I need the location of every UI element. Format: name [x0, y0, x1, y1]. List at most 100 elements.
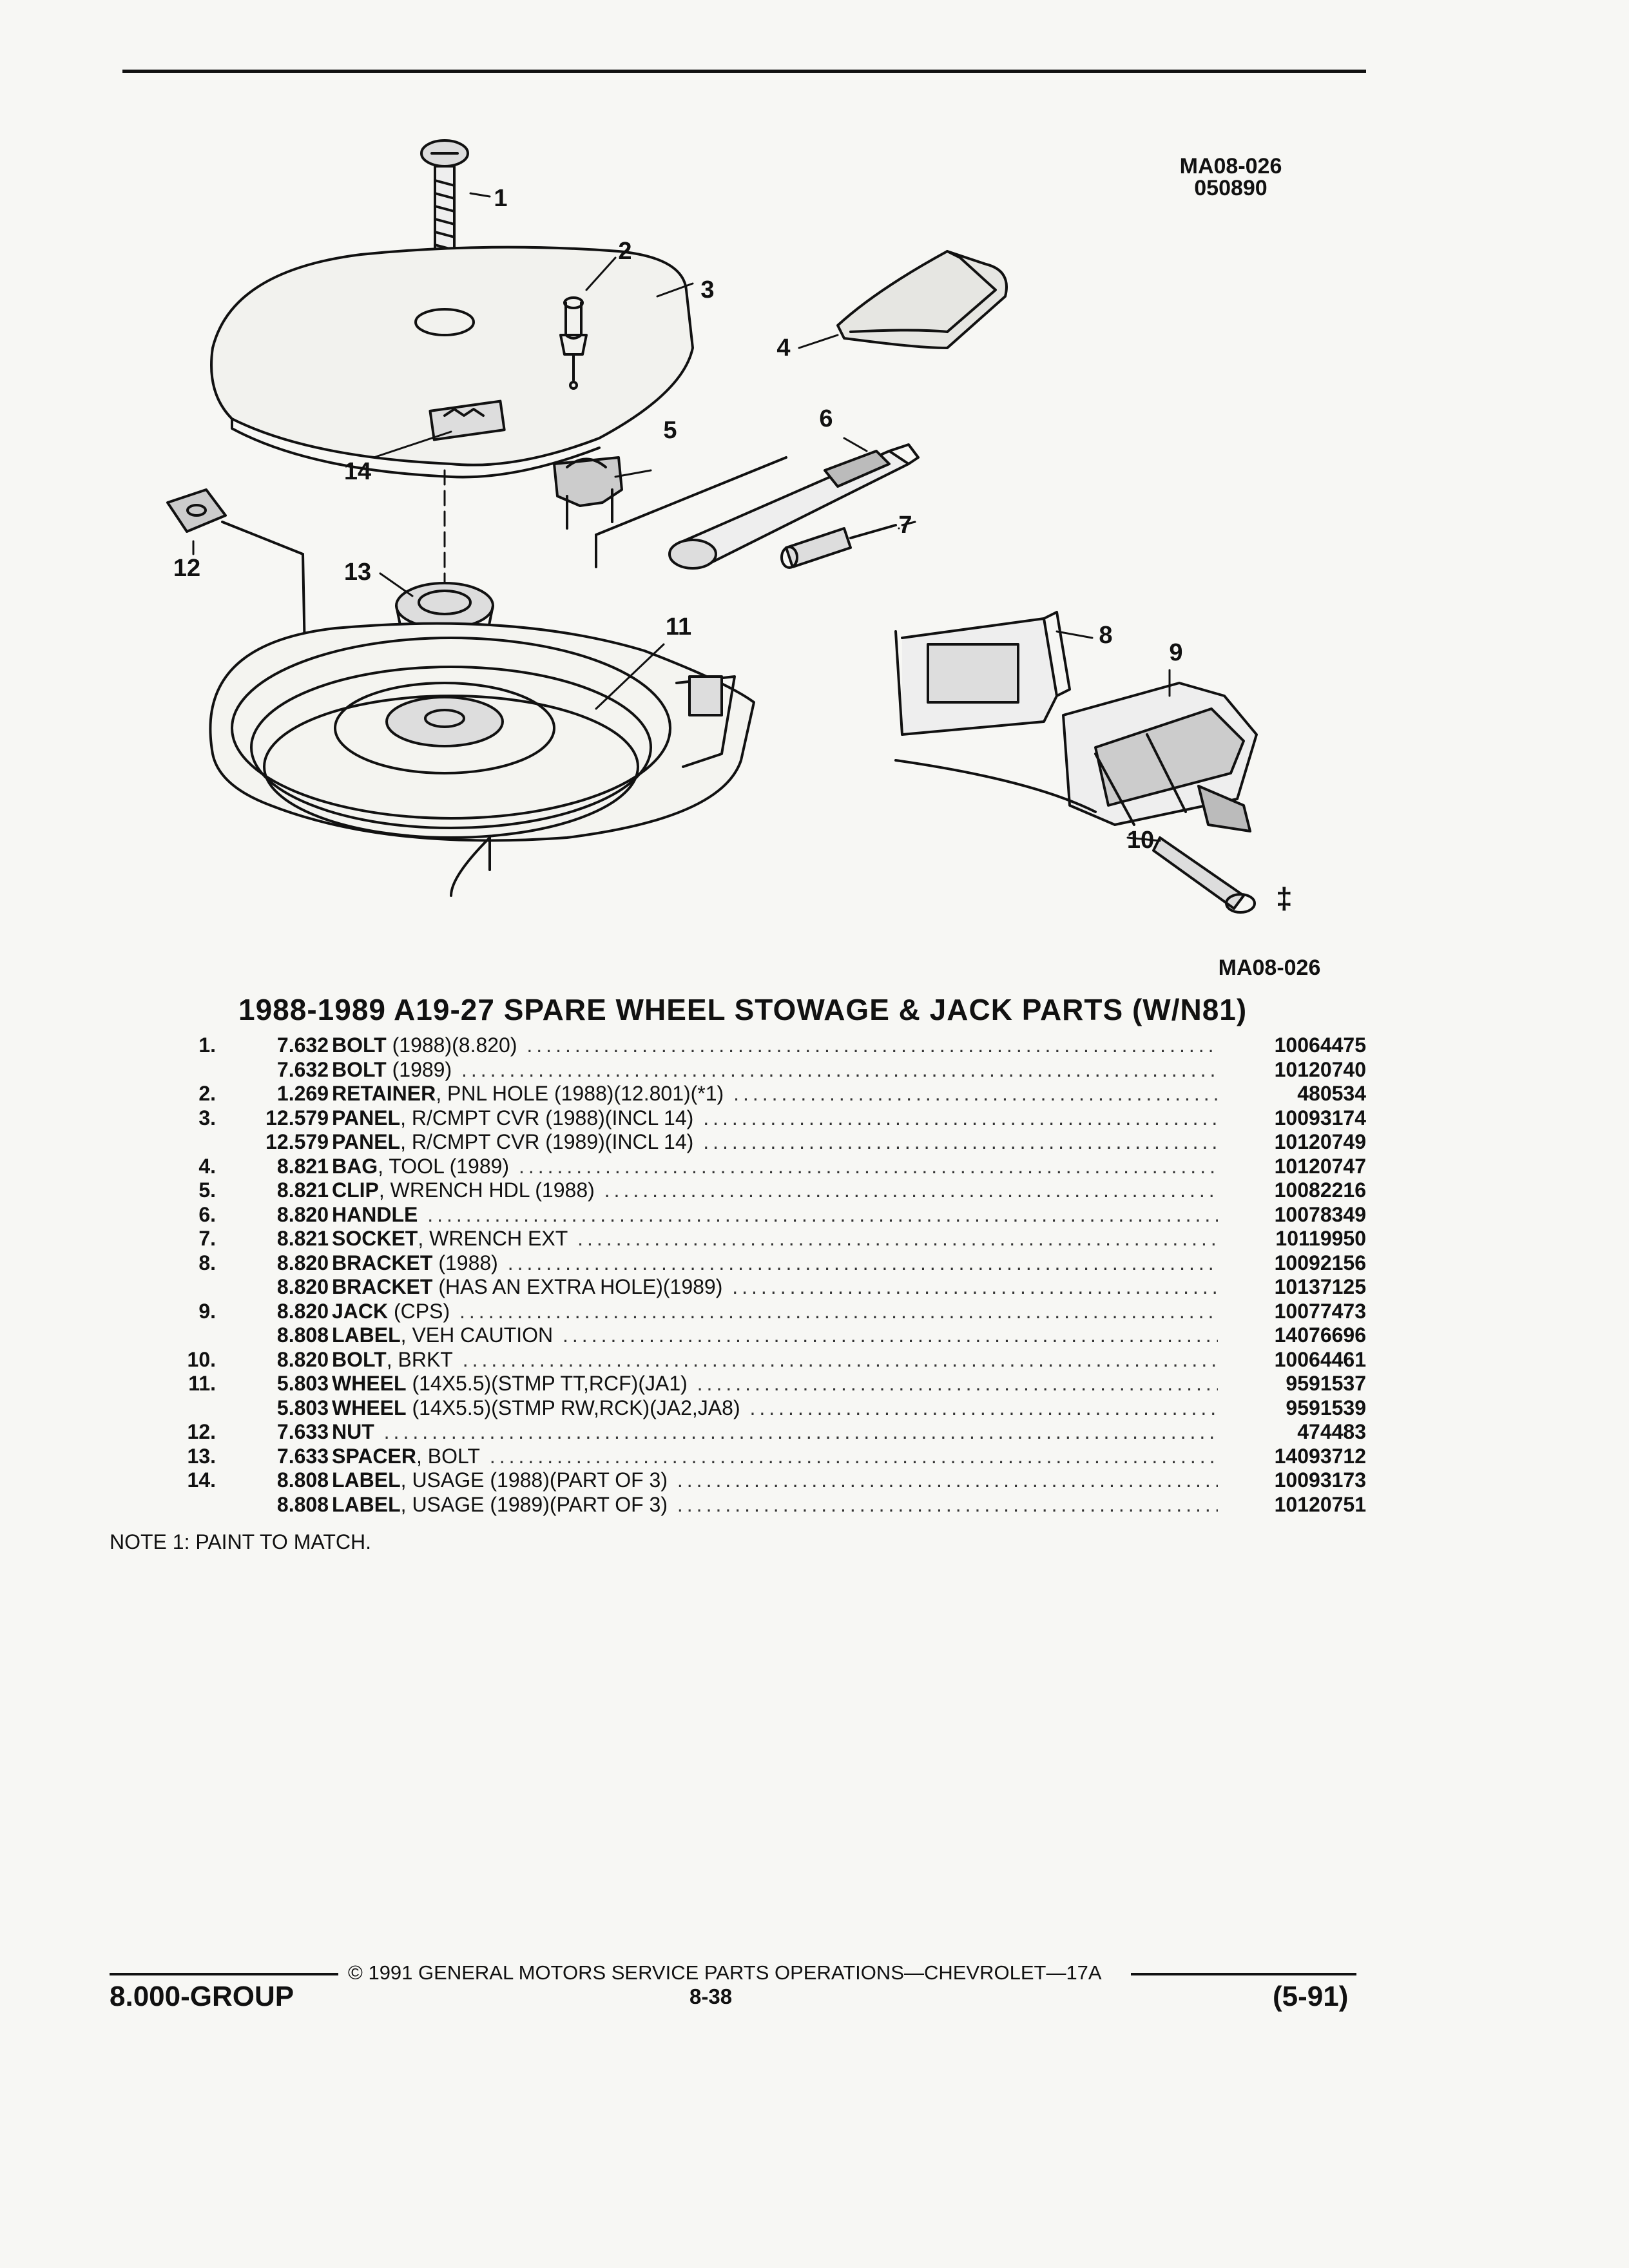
leader-dots: ........................................… [489, 1444, 1218, 1468]
part-description: LABEL, VEH CAUTION .....................… [332, 1323, 1218, 1348]
part-number: 14076696 [1274, 1323, 1366, 1347]
part-number: 10093173 [1274, 1468, 1366, 1492]
item-number: 5. [198, 1178, 216, 1202]
part-description: BOLT (1989) ............................… [332, 1058, 1218, 1082]
callout-11: 11 [665, 613, 692, 640]
item-number: 14. [187, 1468, 216, 1492]
part-name: LABEL [332, 1492, 401, 1516]
group-number: 7.632 [276, 1057, 329, 1081]
leader-dots: ........................................… [697, 1372, 1218, 1395]
gm-logo-mark: ‡ [1276, 881, 1293, 915]
part-spec: (1988)(8.820) [386, 1033, 517, 1057]
part-number: 10078349 [1274, 1202, 1366, 1226]
part-name: BOLT [332, 1347, 387, 1371]
part-description: SOCKET, WRENCH EXT .....................… [332, 1227, 1218, 1251]
group-number: 8.820 [276, 1202, 329, 1226]
part-name: SOCKET [332, 1227, 418, 1250]
leader-dots: ........................................… [733, 1082, 1218, 1105]
callout-7: 7 [898, 512, 912, 539]
part-name: BRACKET [332, 1275, 433, 1298]
part-number: 10120749 [1274, 1130, 1366, 1153]
part-description: CLIP, WRENCH HDL (1988) ................… [332, 1178, 1218, 1203]
part-description: BAG, TOOL (1989) .......................… [332, 1155, 1218, 1179]
retainer-part [559, 296, 588, 390]
part-number: 14093712 [1274, 1444, 1366, 1468]
leader-dots: ........................................… [604, 1178, 1218, 1202]
callout-2: 2 [618, 238, 632, 265]
callout-5: 5 [663, 417, 677, 444]
item-number: 13. [187, 1444, 216, 1468]
part-name: HANDLE [332, 1202, 418, 1226]
item-number: 3. [198, 1106, 216, 1129]
leader-dots: ........................................… [563, 1323, 1218, 1347]
group-number: 5.803 [276, 1372, 329, 1395]
part-description: RETAINER, PNL HOLE (1988)(12.801)(*1) ..… [332, 1082, 1218, 1106]
part-description: BOLT, BRKT .............................… [332, 1348, 1218, 1372]
leader-dots: ........................................… [732, 1275, 1218, 1298]
part-name: RETAINER [332, 1082, 436, 1105]
item-number: 10. [187, 1347, 216, 1371]
leader-dots: ........................................… [383, 1420, 1218, 1443]
leader-dots: ........................................… [462, 1347, 1218, 1371]
handle-part [595, 443, 920, 570]
panel-part [210, 245, 694, 479]
group-number: 8.820 [276, 1299, 329, 1323]
part-description: NUT ....................................… [332, 1420, 1218, 1445]
part-name: LABEL [332, 1468, 401, 1492]
part-spec: , VEH CAUTION [400, 1323, 554, 1347]
part-description: WHEEL (14X5.5)(STMP RW,RCK)(JA2,JA8) ...… [332, 1396, 1218, 1421]
part-spec: , WRENCH EXT [418, 1227, 568, 1250]
part-number: 9591539 [1286, 1396, 1366, 1419]
item-number: 9. [198, 1299, 216, 1323]
part-spec: , PNL HOLE (1988)(12.801)(*1) [436, 1082, 724, 1105]
part-name: BOLT [332, 1033, 387, 1057]
leader-dots: ........................................… [703, 1106, 1218, 1129]
part-name: JACK [332, 1299, 389, 1323]
jack-assembly-part [901, 611, 1258, 832]
callout-10: 10 [1126, 827, 1155, 854]
callout-8: 8 [1099, 622, 1113, 649]
socket-part [780, 524, 897, 569]
part-number: 10064475 [1274, 1033, 1366, 1057]
callout-6: 6 [819, 405, 833, 432]
part-spec: (14X5.5)(STMP RW,RCK)(JA2,JA8) [406, 1396, 740, 1419]
group-number: 8.821 [276, 1154, 329, 1178]
part-name: LABEL [332, 1323, 401, 1347]
part-description: PANEL, R/CMPT CVR (1989)(INCL 14) ......… [332, 1130, 1218, 1155]
part-spec: , USAGE (1989)(PART OF 3) [400, 1492, 668, 1516]
page-number: 8-38 [689, 1984, 733, 2008]
part-name: BRACKET [332, 1251, 433, 1274]
leader-dots: ........................................… [703, 1130, 1218, 1153]
copyright-text: © 1991 GENERAL MOTORS SERVICE PARTS OPER… [348, 1961, 1102, 1984]
part-description: HANDLE .................................… [332, 1203, 1218, 1227]
leader-dots: ........................................… [518, 1154, 1218, 1178]
part-name: BAG [332, 1154, 378, 1178]
leader-dots: ........................................… [577, 1227, 1218, 1250]
spare-wheel-part [209, 622, 755, 897]
part-description: BRACKET (HAS AN EXTRA HOLE)(1989) ......… [332, 1275, 1218, 1300]
part-description: PANEL, R/CMPT CVR (1988)(INCL 14) ......… [332, 1106, 1218, 1131]
leader-dots: ........................................… [427, 1202, 1218, 1226]
exploded-parts-diagram: ‡ [166, 139, 1293, 915]
part-spec: (1988) [432, 1251, 498, 1274]
item-number: 7. [198, 1227, 216, 1250]
part-description: BRACKET (1988) .........................… [332, 1251, 1218, 1276]
part-description: LABEL, USAGE (1988)(PART OF 3) .........… [332, 1468, 1218, 1493]
group-number: 7.632 [276, 1033, 329, 1057]
item-number: 2. [198, 1082, 216, 1105]
illustration-code: MA08-026 [1179, 154, 1282, 178]
group-number: 8.821 [276, 1227, 329, 1250]
group-number: 12.579 [265, 1130, 329, 1153]
part-spec: , USAGE (1988)(PART OF 3) [400, 1468, 668, 1492]
leader-dots: ........................................… [749, 1396, 1218, 1419]
